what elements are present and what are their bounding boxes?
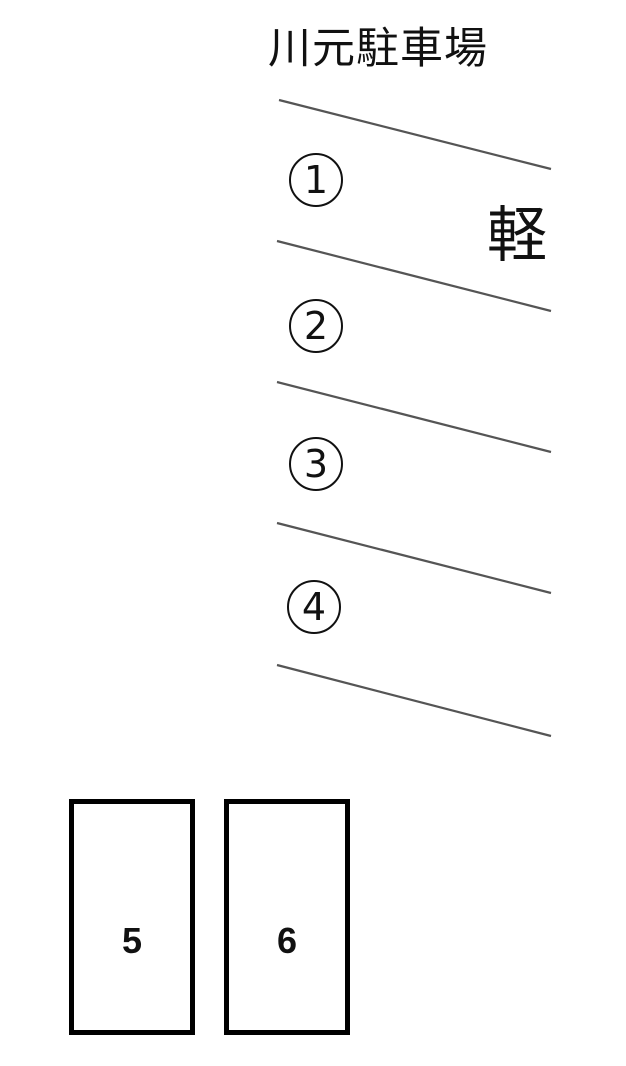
slot-4-label: 4 (301, 585, 327, 629)
slot-3-number: 3 (289, 437, 343, 491)
parking-box-6: 6 (224, 799, 350, 1035)
kei-car-label: 軽 (487, 201, 547, 271)
slot-2-label: 2 (303, 304, 329, 348)
box-5-number: 5 (121, 920, 143, 961)
slot-3-label: 3 (303, 442, 329, 486)
stall-divider-line (276, 239, 552, 313)
slot-2-number: 2 (289, 299, 343, 353)
stall-divider-line (276, 663, 552, 738)
box-6-number: 6 (276, 920, 298, 961)
parking-lot-title: 川元駐車場 (268, 24, 488, 74)
slot-1-number: 1 (289, 153, 343, 207)
stall-divider-line (278, 98, 552, 171)
slot-4-number: 4 (287, 580, 341, 634)
stall-divider-line (276, 521, 552, 595)
stall-divider-line (276, 380, 552, 454)
parking-box-5: 5 (69, 799, 195, 1035)
slot-1-label: 1 (303, 158, 329, 202)
